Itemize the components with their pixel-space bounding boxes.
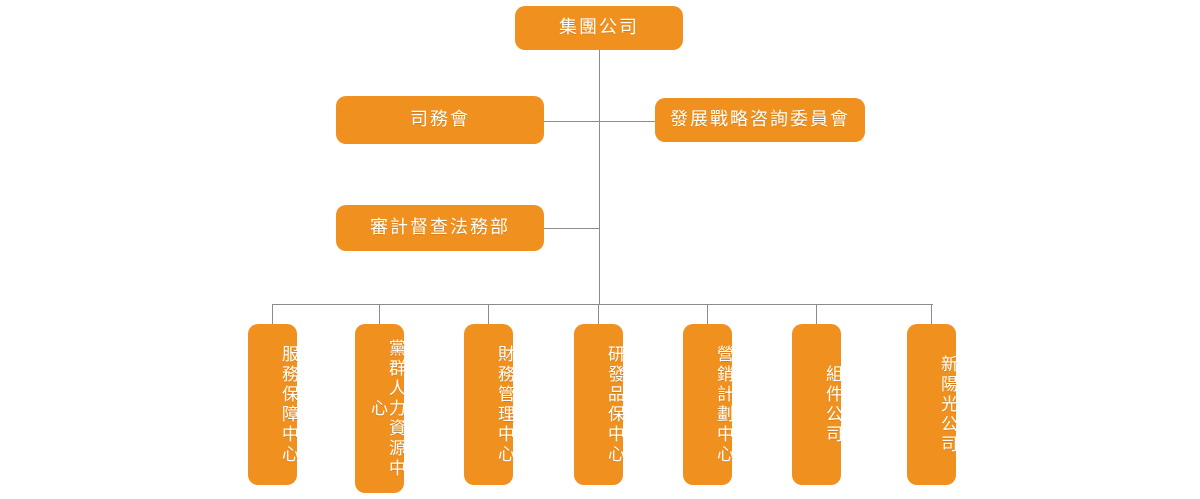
org-node-finance-management-center[interactable]: 財務管理中心 — [460, 320, 514, 485]
connector-trunk-root — [599, 50, 600, 304]
org-node-marketing-planning-center[interactable]: 營銷計劃中心 — [679, 320, 733, 485]
connector-drop-6 — [816, 304, 817, 326]
org-node-strategy-advisory-committee[interactable]: 發展戰略咨詢委員會 — [649, 92, 865, 142]
connector-drop-5 — [707, 304, 708, 326]
org-node-service-support-center[interactable]: 服務保障中心 — [244, 320, 298, 485]
org-node-council[interactable]: 司務會 — [330, 90, 544, 144]
org-node-rd-quality-assurance-center[interactable]: 研發品保中心 — [570, 320, 624, 485]
connector-level3-branch — [544, 228, 599, 229]
org-node-module-company[interactable]: 組件公司 — [788, 320, 842, 485]
org-node-party-hr-center[interactable]: 黨群人力資源中心 — [351, 320, 405, 493]
connector-level2-branch — [544, 121, 655, 122]
connector-drop-2 — [379, 304, 380, 326]
org-node-group-company[interactable]: 集團公司 — [509, 0, 683, 50]
connector-drop-4 — [598, 304, 599, 326]
connector-drop-3 — [488, 304, 489, 326]
connector-drop-1 — [272, 304, 273, 326]
connector-drop-7 — [931, 304, 932, 326]
org-node-new-sunshine-company[interactable]: 新陽光公司 — [903, 320, 957, 485]
org-node-audit-supervision-legal-dept[interactable]: 審計督查法務部 — [330, 199, 544, 251]
connector-leaf-bus — [272, 304, 933, 305]
